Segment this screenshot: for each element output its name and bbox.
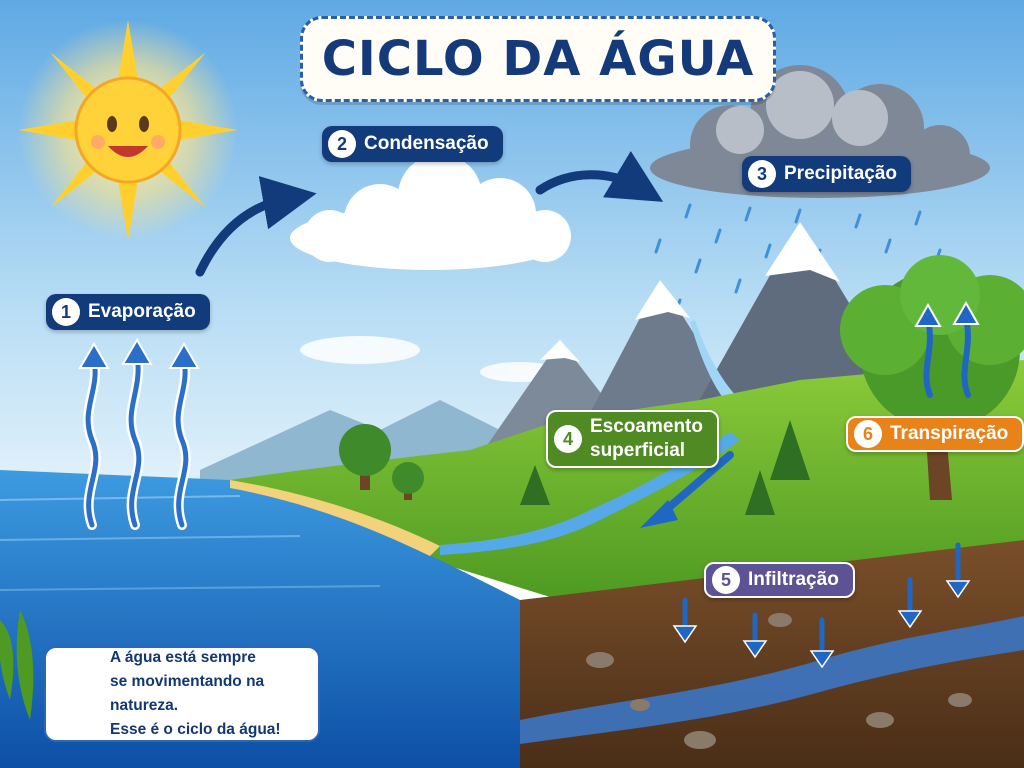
- step-number: 2: [328, 130, 356, 158]
- info-box: A água está sempre se movimentando na na…: [44, 646, 320, 742]
- step-label-line2: superficial: [590, 440, 686, 461]
- step-number: 5: [712, 566, 740, 594]
- transpiration-arrows: [923, 315, 971, 398]
- info-line-3: Esse é o ciclo da água!: [110, 721, 281, 738]
- beach: [230, 480, 440, 556]
- step-number: 1: [52, 298, 80, 326]
- step-evaporation: 1 Evaporação: [46, 294, 210, 330]
- page-title: CICLO DA ÁGUA: [321, 31, 755, 87]
- info-line-2: se movimentando na natureza.: [110, 673, 265, 714]
- step-label: Transpiração: [890, 423, 1009, 444]
- runoff-arrow: [640, 451, 734, 528]
- river: [440, 432, 740, 555]
- step-transpiration: 6 Transpiração: [846, 416, 1024, 452]
- step-number: 4: [554, 425, 582, 453]
- info-line-1: A água está sempre: [110, 649, 256, 666]
- land: [230, 360, 1024, 600]
- step-runoff: 4 Escoamento superficial: [546, 410, 719, 468]
- underground-water: [520, 616, 1024, 744]
- step-infiltration: 5 Infiltração: [704, 562, 855, 598]
- step-number: 3: [748, 160, 776, 188]
- step-label-line1: Escoamento: [590, 416, 703, 437]
- evaporation-arrows-inner: [85, 352, 189, 528]
- step-label: Condensação: [364, 133, 489, 154]
- trees: [339, 420, 810, 515]
- step-label: Infiltração: [748, 569, 839, 590]
- step-condensation: 2 Condensação: [322, 126, 503, 162]
- cloud-icon: [290, 154, 571, 270]
- step-precipitation: 3 Precipitação: [742, 156, 911, 192]
- info-text: A água está sempre se movimentando na na…: [110, 646, 308, 742]
- infiltration-arrows: [682, 542, 961, 658]
- step-label: Precipitação: [784, 163, 897, 184]
- step-label: Escoamento superficial: [590, 415, 703, 463]
- step-label: Evaporação: [88, 301, 196, 322]
- step-number: 6: [854, 420, 882, 448]
- sun-icon: [18, 20, 238, 240]
- arrow-icon: [195, 150, 664, 277]
- plant-icon: [0, 610, 34, 720]
- title-banner: CICLO DA ÁGUA: [300, 16, 776, 102]
